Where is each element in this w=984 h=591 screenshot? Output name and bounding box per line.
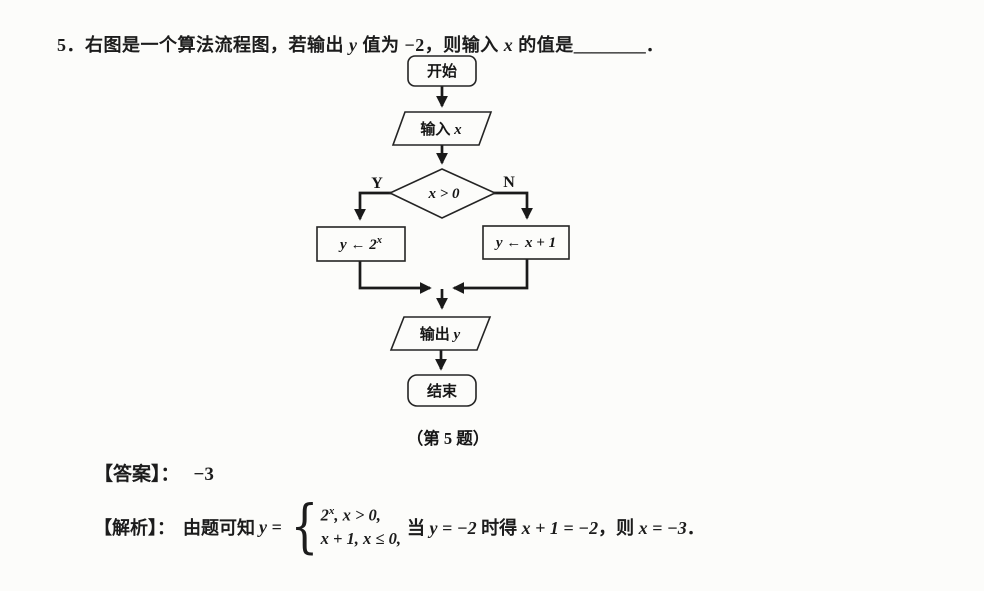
question-text: 5．右图是一个算法流程图，若输出 y 值为 −2，则输入 x 的值是______…	[57, 31, 664, 57]
question-period: ．	[645, 35, 665, 55]
case-1-sup: x	[328, 504, 335, 517]
input-label-cn: 输入	[420, 120, 454, 138]
case-1: 2x, x > 0,	[321, 505, 401, 526]
assign-left-base: y ← 2	[338, 237, 377, 253]
figure-caption: （第 5 题）	[407, 428, 490, 448]
question-segment: 的值是	[513, 35, 574, 55]
branch-yes-label: Y	[371, 175, 383, 192]
input-label-var: x	[453, 122, 462, 138]
conclusion-segment: 时得	[476, 518, 522, 538]
merge-right-line	[452, 259, 529, 294]
merge-left-line	[358, 261, 432, 294]
assign-right-node-shape	[482, 225, 570, 260]
conclusion-segment: ，则	[598, 518, 639, 538]
conclusion-math: y = −2	[429, 518, 477, 538]
analysis-conclusion: 当 y = −2 时得 x + 1 = −2，则 x = −3．	[407, 514, 705, 540]
case-1-base: 2	[320, 505, 329, 525]
conclusion-period: ．	[686, 518, 705, 538]
question-var-y: y	[349, 35, 358, 55]
output-node-label: 输出 y	[420, 325, 461, 343]
answer-label: 【答案】：	[94, 464, 180, 485]
decision-node-shape	[388, 168, 497, 219]
start-node-label: 开始	[427, 62, 457, 80]
output-label-cn: 输出	[420, 325, 454, 343]
start-node-shape	[407, 55, 477, 87]
conclusion-math: x = −3	[638, 518, 687, 538]
assign-left-node-label: y ← 2x	[338, 235, 382, 253]
analysis-intro: 由题可知	[183, 518, 255, 538]
question-var-x: x	[503, 35, 514, 55]
arrow-no-branch	[493, 191, 533, 220]
analysis-line: 【解析】： 由题可知 y = { 2x, x > 0, x + 1, x ≤ 0…	[94, 495, 705, 559]
answer-value: −3	[193, 464, 214, 485]
case-1-rest: , x > 0,	[334, 505, 381, 525]
piecewise-function: { 2x, x > 0, x + 1, x ≤ 0,	[286, 492, 401, 561]
answer-line: 【答案】： −3	[94, 459, 214, 486]
piecewise-cases: 2x, x > 0, x + 1, x ≤ 0,	[321, 505, 401, 550]
input-node-shape	[391, 111, 493, 146]
end-node-shape	[407, 374, 477, 407]
assign-left-sup: x	[376, 235, 382, 246]
conclusion-math: x + 1 = −2	[521, 518, 599, 538]
output-label-var: y	[452, 327, 461, 343]
decision-node-label: x > 0	[427, 186, 460, 202]
question-segment: 值为 −2，则输入	[357, 35, 504, 55]
end-node-label: 结束	[427, 382, 458, 400]
analysis-label: 【解析】：	[94, 518, 175, 538]
assign-left-node-shape	[316, 226, 406, 262]
analysis-lhs: y =	[259, 516, 282, 537]
flowchart-connectors	[354, 86, 533, 371]
arrow-yes-branch	[354, 191, 392, 221]
case-2: x + 1, x ≤ 0,	[320, 528, 401, 548]
question-segment: 5．右图是一个算法流程图，若输出	[57, 35, 349, 55]
assign-right-node-label: y ← x + 1	[494, 235, 556, 251]
answer-blank: ________	[573, 35, 646, 55]
left-brace: {	[290, 492, 319, 561]
conclusion-segment: 当	[407, 518, 430, 538]
branch-no-label: N	[503, 174, 515, 191]
output-node-shape	[389, 316, 492, 351]
input-node-label: 输入 x	[420, 120, 462, 138]
